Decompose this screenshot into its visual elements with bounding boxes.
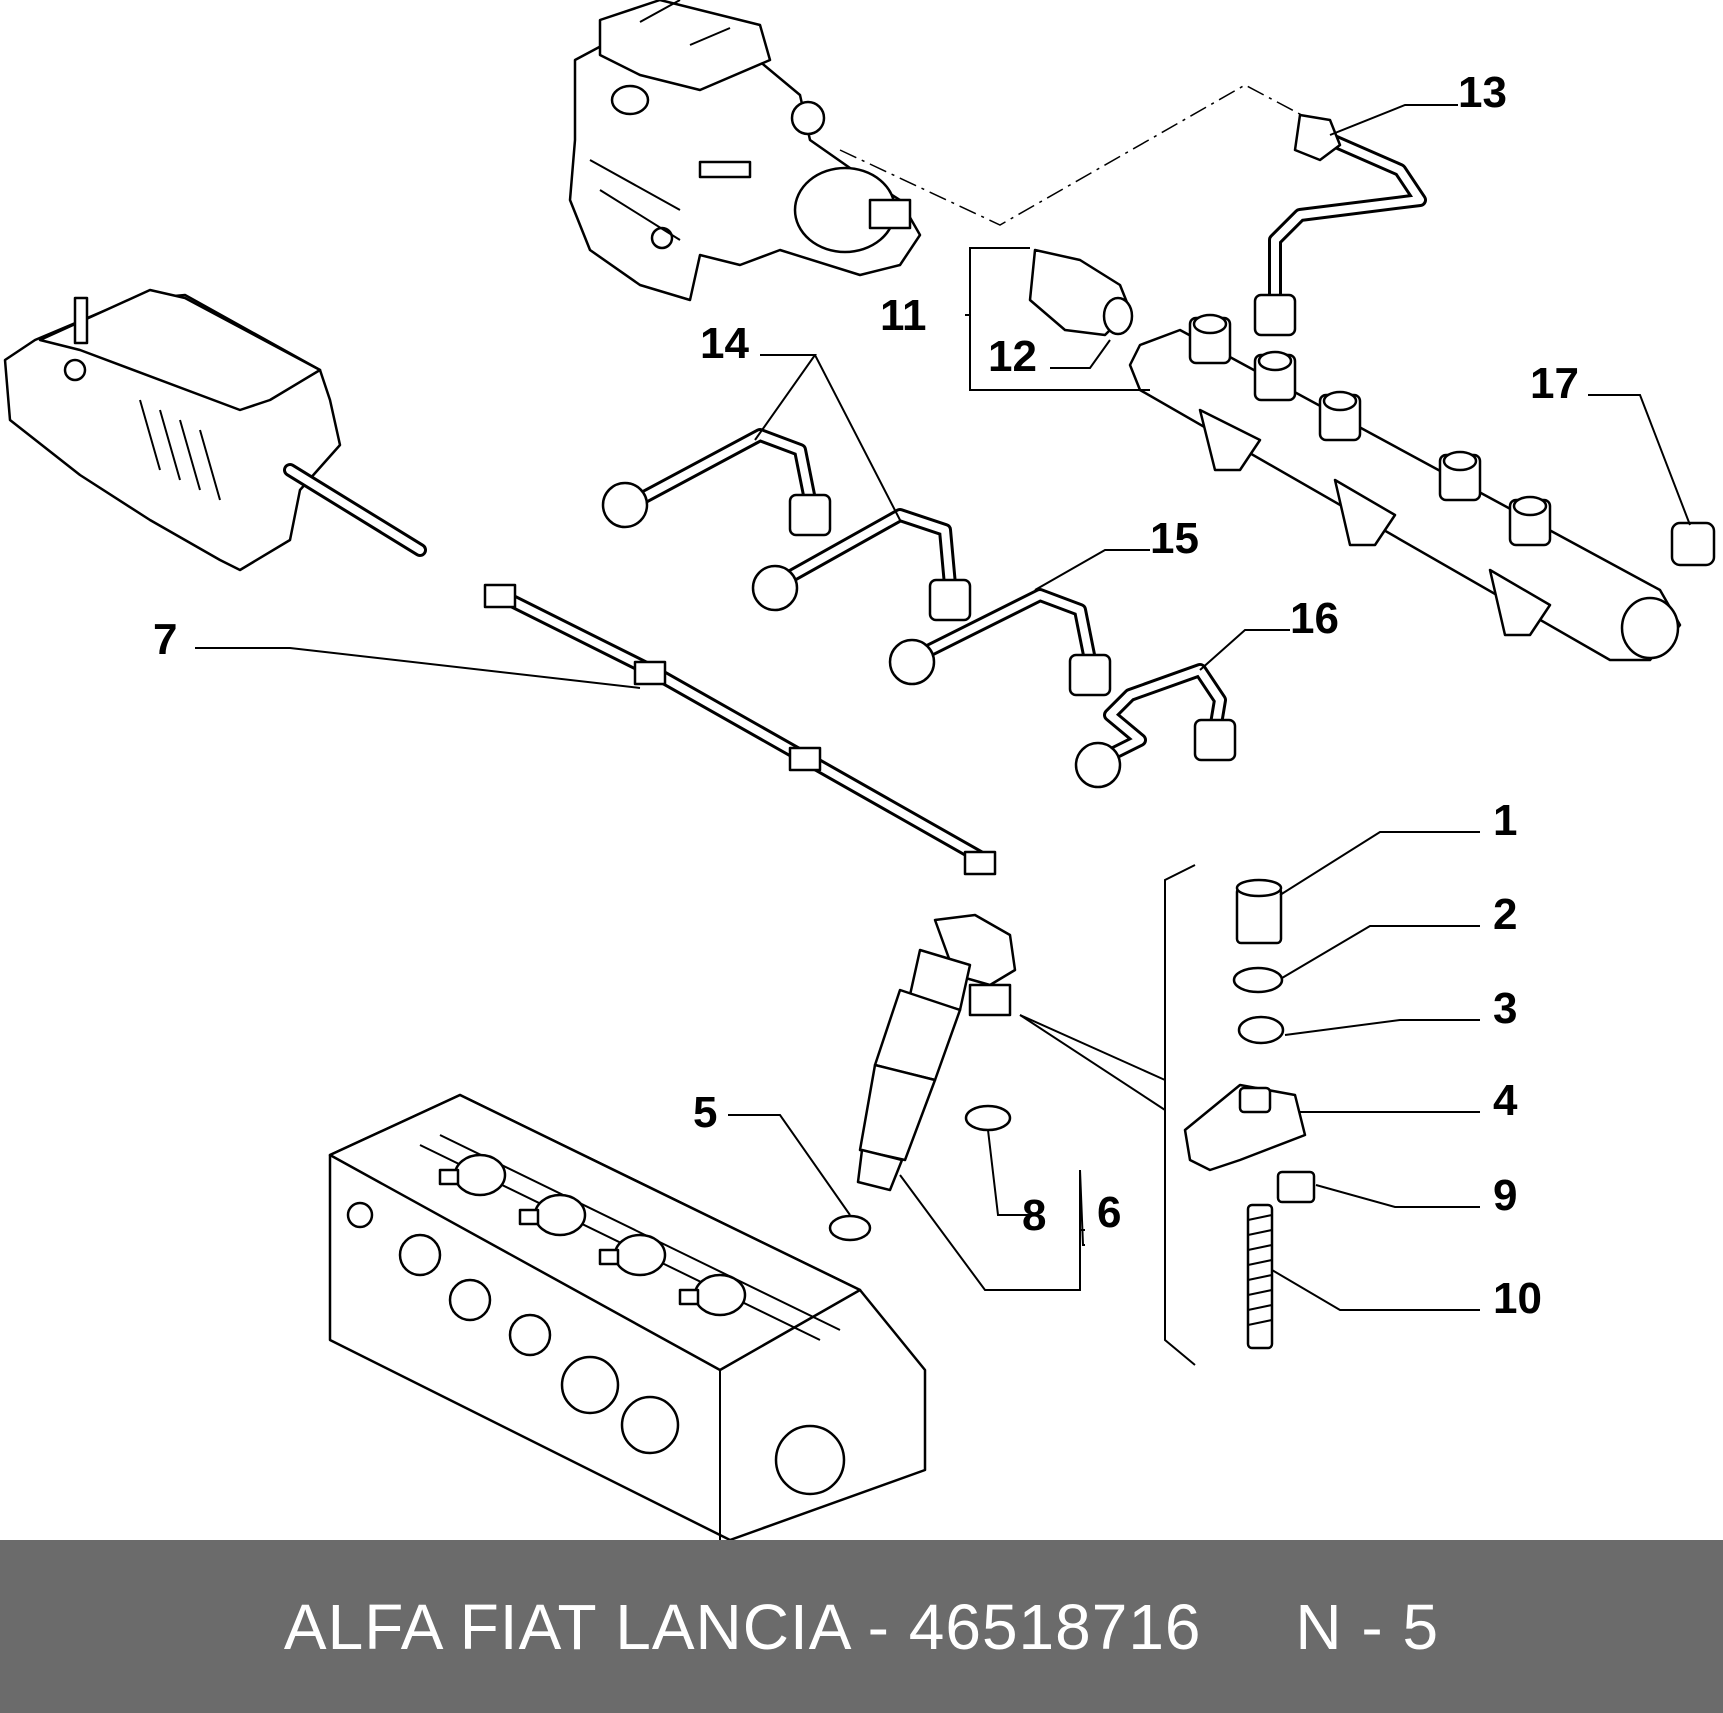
position-note: N - 5	[1295, 1590, 1440, 1663]
callout-13: 13	[1458, 68, 1507, 117]
callout-6: 6	[1097, 1188, 1121, 1237]
exploded-parts-diagram: 1 2 3 4 5 6 7 8 9 10 11 12 13 14 15 16 1…	[3, 0, 1716, 1540]
seal-8	[964, 1104, 1012, 1132]
leader-lines	[195, 104, 1691, 1311]
pipe-13	[1253, 113, 1427, 337]
fuel-regulator-unit	[3, 288, 427, 572]
separator: -	[848, 1590, 909, 1663]
spacer	[1202, 1591, 1296, 1663]
connection-line	[839, 84, 1331, 226]
high-pressure-pump	[568, 0, 922, 302]
pipe-16	[1074, 663, 1237, 789]
callout-17: 17	[1530, 359, 1579, 408]
part-number-banner: ALFA FIAT LANCIA - 46518716 N - 5	[0, 1540, 1723, 1713]
clamp-4	[1183, 1083, 1307, 1172]
seal-5	[828, 1214, 872, 1242]
callout-7: 7	[153, 615, 177, 664]
nut-17	[1670, 521, 1716, 567]
cylinder-head	[328, 1093, 927, 1540]
callout-4: 4	[1493, 1076, 1518, 1125]
pressure-sensor	[1028, 248, 1134, 337]
callout-labels: 1 2 3 4 5 6 7 8 9 10 11 12 13 14 15 16 1…	[153, 68, 1579, 1323]
callout-10: 10	[1493, 1274, 1542, 1323]
callout-11: 11	[880, 291, 927, 340]
injector	[856, 913, 1017, 1192]
banner-text: ALFA FIAT LANCIA - 46518716 N - 5	[284, 1590, 1439, 1664]
common-rail	[1128, 313, 1682, 662]
callout-16: 16	[1290, 594, 1339, 643]
spacer-9	[1276, 1170, 1316, 1204]
clamp-parts	[1019, 864, 1316, 1366]
part-number: 46518716	[908, 1590, 1202, 1663]
callout-3: 3	[1493, 984, 1517, 1033]
washer-2	[1232, 966, 1284, 994]
callout-1: 1	[1493, 796, 1517, 845]
pipe-14	[601, 428, 972, 622]
callout-12: 12	[988, 332, 1037, 381]
callout-2: 2	[1493, 890, 1517, 939]
pipe-15	[888, 588, 1112, 697]
callout-5: 5	[693, 1088, 717, 1137]
washer-3	[1237, 1015, 1285, 1045]
callout-14: 14	[700, 319, 749, 368]
callout-9: 9	[1493, 1171, 1517, 1220]
leak-off-pipe	[483, 583, 997, 876]
callout-8: 8	[1022, 1191, 1046, 1240]
callout-15: 15	[1150, 514, 1199, 563]
brand-name: ALFA FIAT LANCIA	[283, 1590, 849, 1663]
